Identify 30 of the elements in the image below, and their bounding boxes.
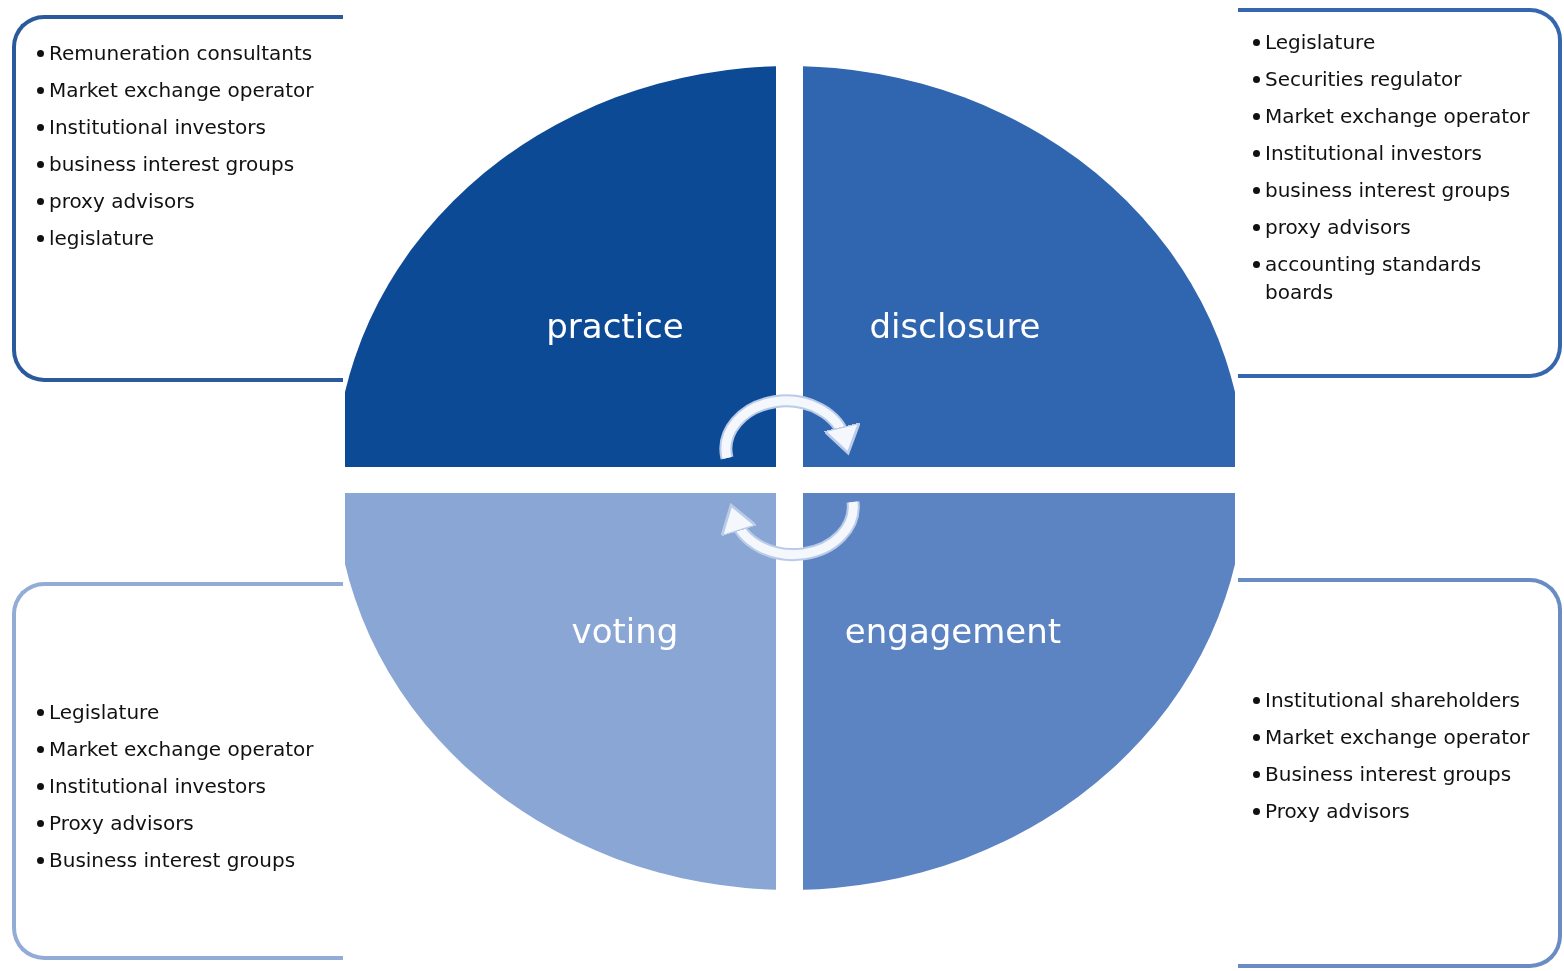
bullet-item: proxy advisors (1265, 214, 1411, 241)
bullet-item: Proxy advisors (1265, 798, 1410, 825)
bullet-item: Institutional shareholders (1265, 687, 1520, 714)
rounded-text-box (1238, 578, 1562, 968)
quadrant-label: voting (571, 611, 679, 651)
bullet-item: Securities regulator (1265, 66, 1462, 93)
bullet-item: Institutional investors (49, 114, 266, 141)
rounded-text-box (12, 15, 343, 382)
bullet-item: accounting standards boards (1265, 251, 1483, 306)
bullet-item: proxy advisors (49, 188, 195, 215)
bullet-item: business interest groups (49, 151, 295, 178)
bullet-item: Institutional investors (1265, 140, 1482, 167)
bullet-item: Market exchange operator (1265, 103, 1530, 130)
bullet-item: Business interest groups (1265, 761, 1512, 788)
bullet-item: Market exchange operator (1265, 724, 1530, 751)
bullet-item: Remuneration consultants (49, 40, 313, 67)
bullet-item: business interest groups (1265, 177, 1511, 204)
bullet-item: Market exchange operator (49, 736, 314, 763)
bullet-item: Proxy advisors (49, 810, 194, 837)
bullet-item: Legislature (49, 699, 160, 726)
quadrant-label: practice (546, 306, 684, 346)
bullet-item: Business interest groups (49, 847, 296, 874)
quadrant-label: disclosure (869, 306, 1041, 346)
quadrant-label: engagement (844, 611, 1062, 651)
bullet-item: legislature (49, 225, 154, 252)
rounded-text-box (12, 582, 343, 960)
bullet-item: Institutional investors (49, 773, 266, 800)
bullet-item: Legislature (1265, 29, 1376, 56)
bullet-item: Market exchange operator (49, 77, 314, 104)
rounded-text-box (1238, 8, 1562, 378)
